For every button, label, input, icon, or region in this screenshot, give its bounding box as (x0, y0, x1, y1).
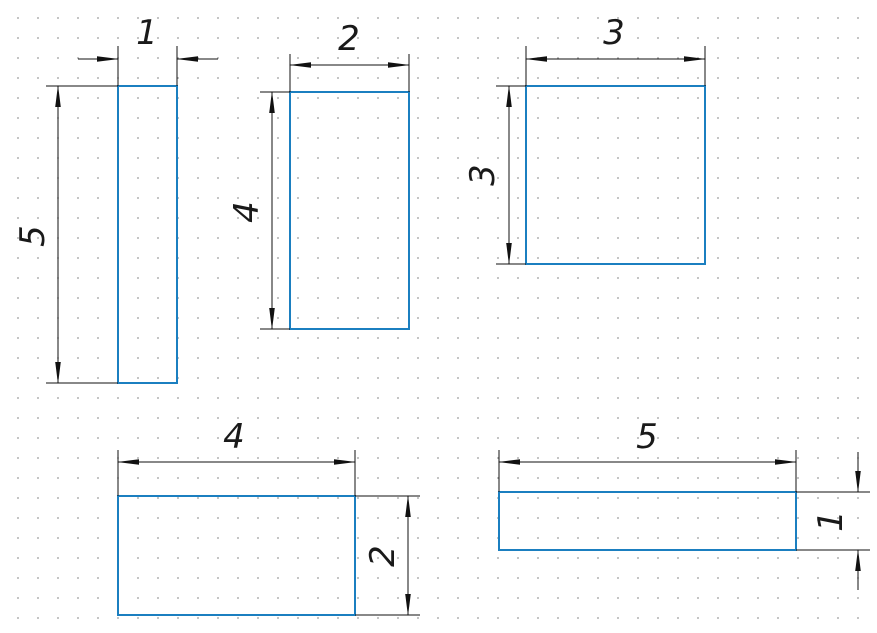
height-label: 1 (811, 510, 851, 532)
shape-rect (289, 91, 410, 330)
shape-rect (117, 85, 178, 384)
width-label: 2 (338, 19, 360, 59)
height-label: 2 (363, 545, 403, 567)
figure-rect-4x2: 4 2 (117, 417, 420, 616)
figure-rect-1x5: 1 5 (13, 13, 218, 384)
width-label: 4 (223, 417, 245, 457)
shape-rect (525, 85, 706, 265)
height-label: 4 (227, 201, 267, 223)
figure-rect-5x1: 5 1 (498, 417, 870, 590)
width-label: 3 (603, 13, 625, 53)
height-label: 3 (463, 164, 503, 186)
figure-rect-3x3: 3 3 (463, 13, 706, 265)
width-label: 1 (136, 13, 158, 53)
width-label: 5 (636, 417, 658, 457)
shape-rect (117, 495, 356, 616)
shape-rect (498, 491, 797, 551)
height-label: 5 (13, 225, 53, 247)
figure-rect-2x4: 2 4 (227, 19, 410, 330)
